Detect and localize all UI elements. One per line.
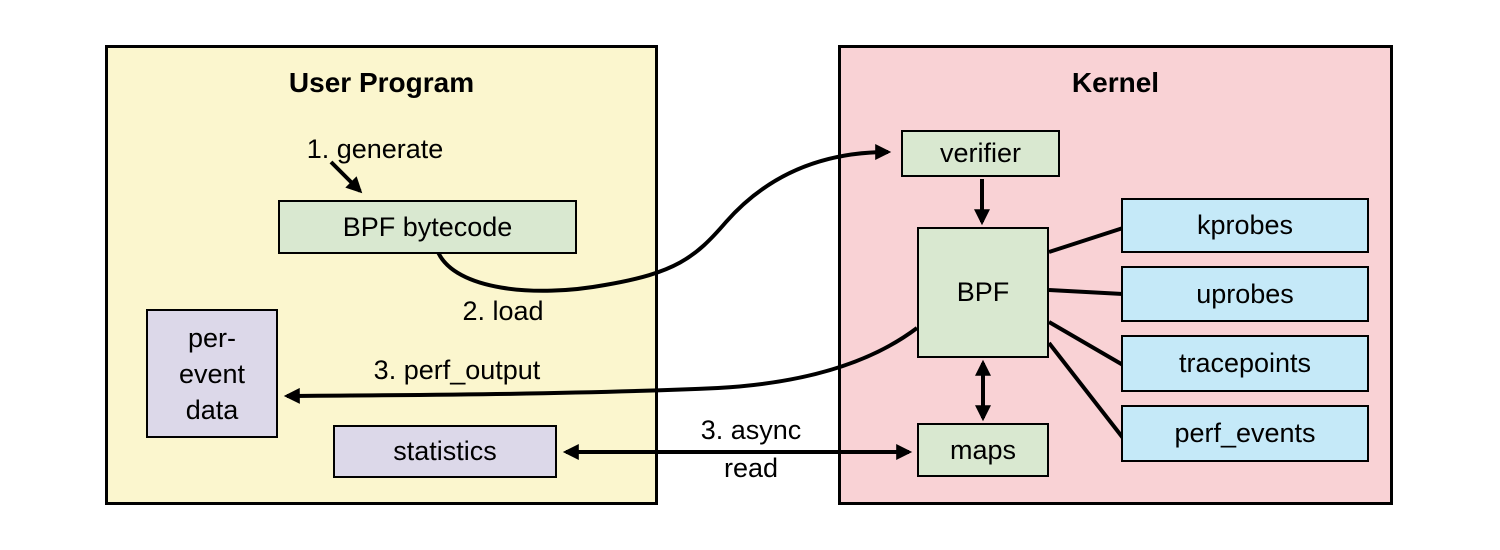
perf-output-arrow xyxy=(283,326,919,404)
tracepoints-box: tracepoints xyxy=(1121,335,1369,392)
bpf-box: BPF xyxy=(917,227,1049,358)
perf-output-label: 3. perf_output xyxy=(373,355,541,385)
maps-box: maps xyxy=(917,423,1049,477)
kernel-title: Kernel xyxy=(1071,67,1160,98)
async-read-label-line2: read xyxy=(723,453,779,483)
bpf-uprobes-line xyxy=(1048,288,1124,296)
generate-arrow xyxy=(329,160,363,194)
kprobes-box: kprobes xyxy=(1121,198,1369,253)
verifier-box: verifier xyxy=(901,130,1060,177)
bpf-bytecode-box: BPF bytecode xyxy=(278,200,577,254)
bpf-tracepoints-line xyxy=(1047,320,1125,367)
load-arrow xyxy=(436,144,892,293)
perf-events-box: perf_events xyxy=(1121,405,1369,462)
statistics-box: statistics xyxy=(333,425,557,478)
per-event-data-box: per- event data xyxy=(146,309,278,438)
per-event-data-line2: event xyxy=(178,358,246,389)
async-read-label-line1: 3. async xyxy=(700,415,802,445)
per-event-data-line3: data xyxy=(185,394,239,425)
user-program-title: User Program xyxy=(288,67,475,98)
load-label: 2. load xyxy=(462,296,544,326)
uprobes-box: uprobes xyxy=(1121,266,1369,322)
bpf-perf-events-line xyxy=(1047,341,1125,440)
generate-label: 1. generate xyxy=(306,134,444,164)
per-event-data-line1: per- xyxy=(187,322,236,353)
bpf-kprobes-line xyxy=(1048,226,1124,254)
